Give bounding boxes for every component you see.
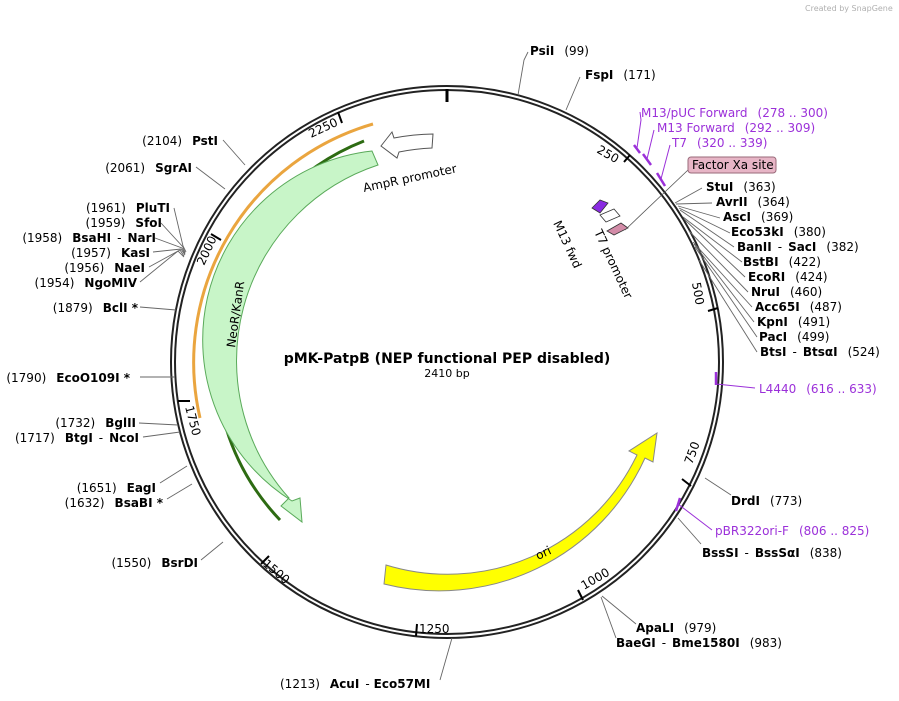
primer-m13-forward[interactable]: M13 Forward(292 .. 309)	[657, 121, 815, 135]
amp-promoter-arrow[interactable]	[380, 130, 434, 159]
primer-leaders	[636, 111, 756, 531]
factor-xa-box[interactable]	[687, 156, 777, 174]
plasmid-title: pMK-PatpB (NEP functional PEP disabled)	[284, 351, 611, 367]
site-psti[interactable]: (2104)PstI	[142, 134, 218, 148]
site-banii-saci[interactable]: BanII-SacI(382)	[737, 240, 859, 254]
primer-l4440[interactable]: L4440(616 .. 633)	[759, 382, 877, 396]
site-sfoi[interactable]: (1959)SfoI	[86, 216, 162, 230]
neo-kanr-feature[interactable]	[202, 150, 379, 524]
primer-m13puc-forward[interactable]: M13/pUC Forward(278 .. 300)	[641, 106, 828, 120]
site-acui-eco57mi[interactable]: (1213)AcuI-Eco57MI	[280, 677, 430, 691]
m13-fwd-label: M13 fwd	[550, 218, 584, 270]
site-btsi-btsai[interactable]: BtsI-BtsαI(524)	[760, 345, 880, 359]
site-ecori[interactable]: EcoRI(424)	[748, 270, 828, 284]
site-kasi[interactable]: (1957)KasI	[71, 246, 150, 260]
primer-pbr322ori-f[interactable]: pBR322ori-F(806 .. 825)	[715, 524, 869, 538]
site-bsrdi[interactable]: (1550)BsrDI	[111, 556, 198, 570]
primer-t7[interactable]: T7(320 .. 339)	[671, 136, 767, 150]
m13-fwd-feature[interactable]	[591, 199, 609, 214]
site-nrui[interactable]: NruI(460)	[751, 285, 822, 299]
site-bstbi[interactable]: BstBI(422)	[743, 255, 821, 269]
site-bsahi-nari[interactable]: (1958)BsaHI-NarI	[22, 231, 156, 245]
site-apali[interactable]: ApaLI(979)	[636, 621, 716, 635]
plasmid-length: 2410 bp	[424, 367, 469, 380]
site-bglii[interactable]: (1732)BglII	[55, 416, 136, 430]
site-stui[interactable]: StuI(363)	[706, 180, 776, 194]
site-pluti[interactable]: (1961)PluTI	[86, 201, 170, 215]
amp-promoter-label: AmpR promoter	[362, 161, 458, 195]
snapgene-credit: Created by SnapGene	[805, 4, 893, 13]
site-eco53ki[interactable]: Eco53kI(380)	[731, 225, 826, 239]
site-bsssi-bsssai[interactable]: BssSI-BssSαI(838)	[702, 546, 842, 560]
site-sgrai[interactable]: (2061)SgrAI	[105, 161, 192, 175]
site-paci[interactable]: PacI(499)	[759, 330, 829, 344]
tick-label: 500	[689, 281, 707, 306]
t7-promoter-label: T7 promoter	[591, 226, 636, 300]
site-ecoo109i[interactable]: (1790)EcoO109I *	[6, 371, 130, 385]
site-bsabi[interactable]: (1632)BsaBI *	[65, 496, 164, 510]
site-kpni[interactable]: KpnI(491)	[757, 315, 830, 329]
tick-label: 1000	[579, 565, 612, 592]
t7-promoter-feature[interactable]	[606, 222, 629, 236]
lac-operator-feature[interactable]	[599, 208, 621, 223]
site-acc65i[interactable]: Acc65I(487)	[755, 300, 842, 314]
site-drdi[interactable]: DrdI(773)	[731, 494, 802, 508]
site-fspi[interactable]: FspI(171)	[585, 68, 656, 82]
site-asci[interactable]: AscI(369)	[723, 210, 793, 224]
position-ticks	[178, 111, 719, 637]
site-psii[interactable]: PsiI(99)	[530, 44, 589, 58]
factor-xa-label: Factor Xa site	[692, 158, 774, 172]
neo-orf-outline-orange	[192, 122, 374, 419]
site-leaders	[138, 51, 758, 681]
site-naei[interactable]: (1956)NaeI	[64, 261, 145, 275]
site-btgi-ncoi[interactable]: (1717)BtgI-NcoI	[15, 431, 139, 445]
site-baegi-bme1580i[interactable]: BaeGI-Bme1580I(983)	[616, 636, 782, 650]
backbone-outer-ring	[170, 85, 724, 639]
tick-label: 1750	[182, 404, 203, 437]
primer-marks	[633, 144, 718, 512]
site-ngomiv[interactable]: (1954)NgoMIV	[35, 276, 138, 290]
site-avrii[interactable]: AvrII(364)	[716, 195, 790, 209]
tick-label: 1250	[419, 622, 450, 636]
ori-label: ori	[533, 543, 553, 562]
ori-feature[interactable]	[383, 431, 658, 592]
site-bcli[interactable]: (1879)BclI *	[53, 301, 139, 315]
site-eagi[interactable]: (1651)EagI	[77, 481, 156, 495]
factor-xa-leader	[624, 169, 689, 231]
